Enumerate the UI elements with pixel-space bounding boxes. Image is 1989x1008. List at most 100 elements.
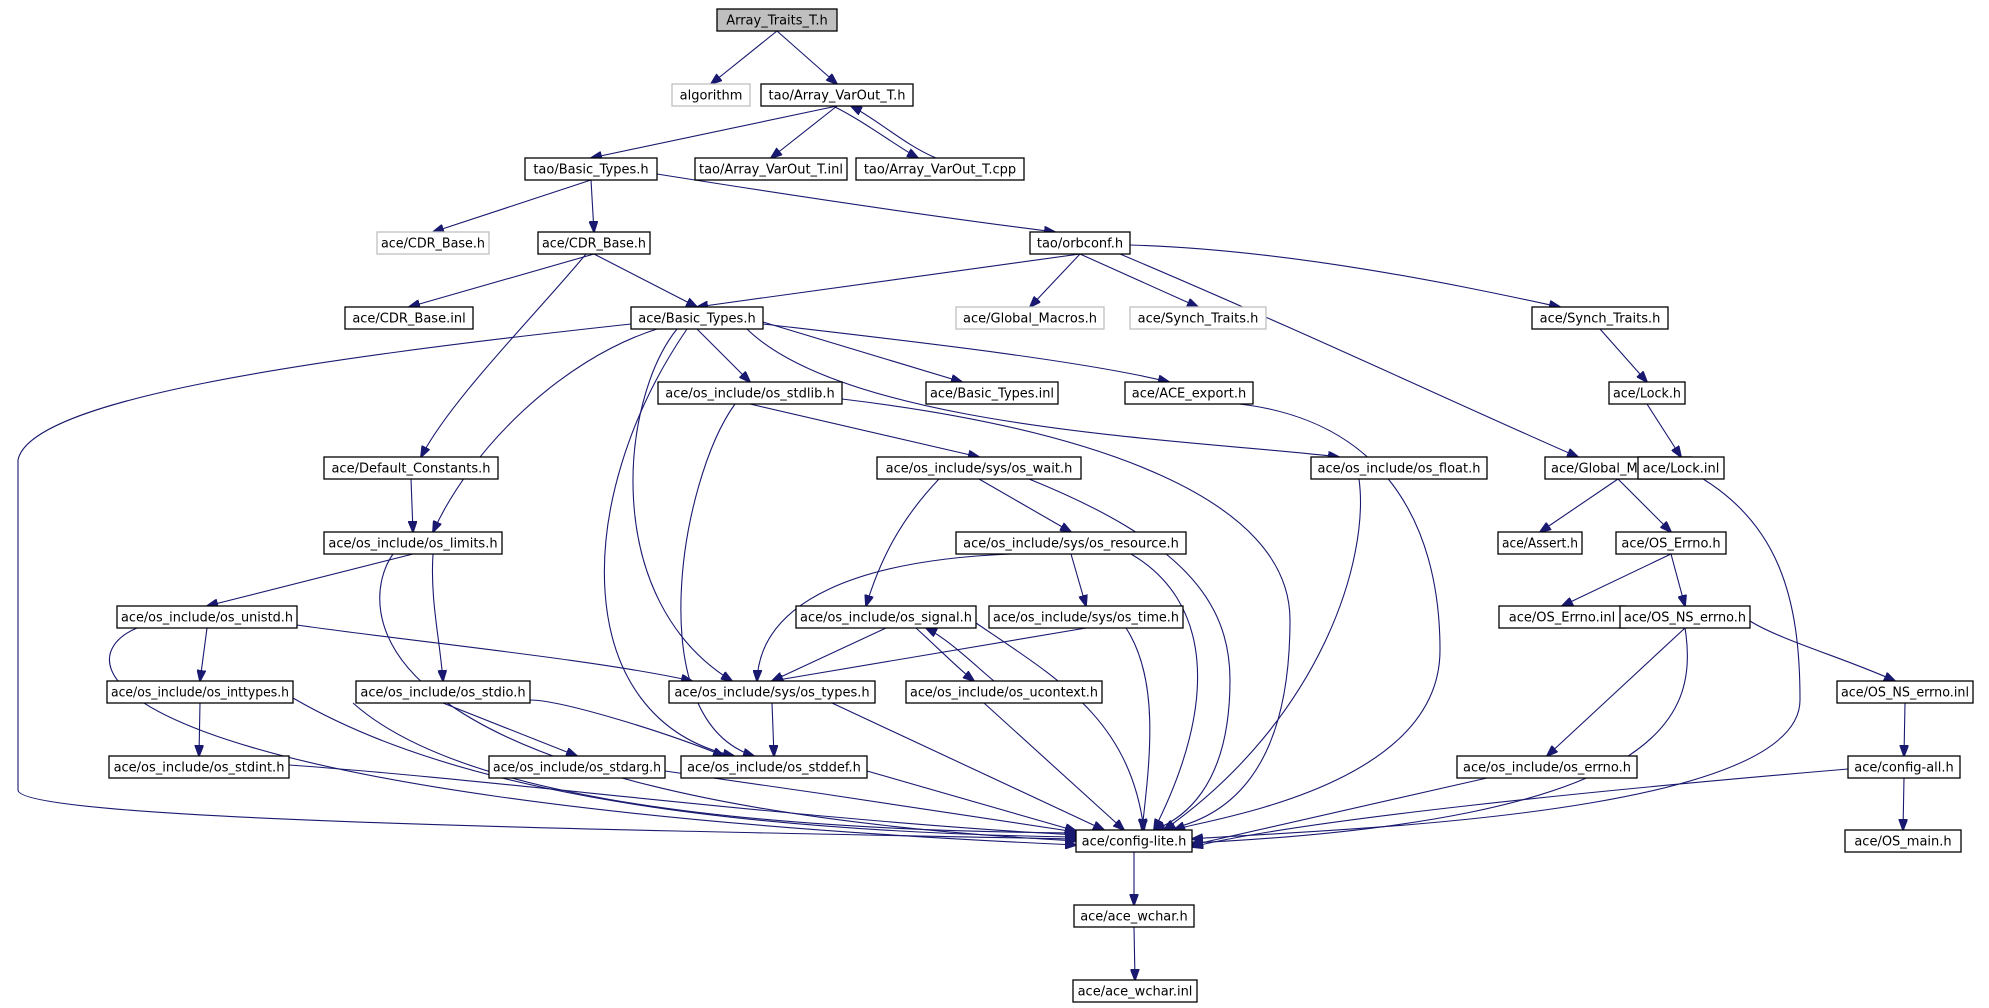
node-lock-inl[interactable]: ace/Lock.inl (1637, 456, 1725, 480)
edge-line (1119, 253, 1578, 457)
edge-ace_basic-to-configlite (17, 323, 1076, 839)
node-stdint[interactable]: ace/os_include/os_stdint.h (108, 755, 290, 779)
node-label: ace/os_include/os_stdlib.h (665, 387, 834, 402)
node-cdr-base-m[interactable]: ace/CDR_Base.h (376, 231, 490, 255)
node-glob-m[interactable]: ace/Global_Macros.h (955, 306, 1105, 330)
node-box (668, 680, 876, 704)
node-osmain[interactable]: ace/OS_main.h (1844, 829, 1962, 853)
node-varout-h[interactable]: tao/Array_VarOut_T.h (760, 83, 914, 107)
edge-line (772, 627, 887, 681)
edge-resource-to-configlite (1130, 553, 1199, 830)
edge-glob-to-oserrno (1617, 478, 1671, 532)
node-synch-m[interactable]: ace/Synch_Traits.h (1129, 306, 1267, 330)
edge-line (841, 398, 1291, 830)
node-resource[interactable]: ace/os_include/sys/os_resource.h (955, 531, 1187, 555)
node-box (488, 755, 666, 779)
edge-orbconf-to-synch_m (1079, 253, 1198, 307)
edge-line (978, 478, 1071, 532)
edge-line (199, 702, 200, 756)
node-label: ace/OS_NS_errno.inl (1841, 686, 1969, 701)
edge-line (866, 478, 940, 606)
node-box (323, 531, 503, 555)
node-inttypes[interactable]: ace/os_include/os_inttypes.h (106, 680, 294, 704)
edge-line (632, 328, 732, 681)
node-lock[interactable]: ace/Lock.h (1608, 381, 1686, 405)
edge-line (1903, 777, 1904, 830)
edge-stdint-to-configlite (288, 764, 1076, 835)
edge-ace_basic-to-limits (433, 328, 658, 532)
node-stddef[interactable]: ace/os_include/os_stddef.h (680, 755, 868, 779)
node-signal[interactable]: ace/os_include/os_signal.h (795, 605, 977, 629)
node-box (1619, 605, 1751, 629)
node-cdr-inl[interactable]: ace/CDR_Base.inl (344, 306, 474, 330)
node-stdarg[interactable]: ace/os_include/os_stdarg.h (488, 755, 666, 779)
node-root[interactable]: Array_Traits_T.h (716, 8, 838, 32)
node-label: ace/os_include/os_unistd.h (121, 611, 293, 626)
edge-limits-to-stdio (431, 553, 443, 681)
node-stdio[interactable]: ace/os_include/os_stdio.h (355, 680, 531, 704)
node-label: ace/Assert.h (1502, 537, 1578, 552)
node-algorithm[interactable]: algorithm (671, 83, 751, 107)
node-oserrno[interactable]: ace/OS_Errno.h (1615, 531, 1727, 555)
node-configlite[interactable]: ace/config-lite.h (1075, 829, 1193, 853)
edge-cdr_base-to-defconst (421, 253, 587, 457)
node-label: ace/ACE_export.h (1132, 387, 1246, 402)
node-limits[interactable]: ace/os_include/os_limits.h (323, 531, 503, 555)
node-wait[interactable]: ace/os_include/sys/os_wait.h (876, 456, 1082, 480)
edge-systime-to-configlite (1125, 627, 1151, 830)
node-varout-inl[interactable]: tao/Array_VarOut_T.inl (694, 157, 848, 181)
edge-line (1130, 553, 1199, 830)
edge-ace_basic-to-stdlib (696, 328, 750, 382)
edge-line (1079, 253, 1198, 307)
edge-line (207, 553, 414, 606)
node-systime[interactable]: ace/os_include/sys/os_time.h (988, 605, 1184, 629)
node-nserrno[interactable]: ace/OS_NS_errno.h (1619, 605, 1751, 629)
node-configall[interactable]: ace/config-all.h (1847, 755, 1961, 779)
edge-glob-to-assert (1540, 478, 1619, 532)
node-ucontext[interactable]: ace/os_include/os_ucontext.h (905, 680, 1103, 704)
node-box (1073, 904, 1195, 928)
node-orbconf[interactable]: tao/orbconf.h (1029, 231, 1131, 255)
edge-tao_basic-to-orbconf (656, 173, 1055, 232)
edge-limits-to-unistd (207, 553, 414, 606)
edge-wchar-to-wchar_inl (1134, 926, 1135, 980)
node-label: ace/ace_wchar.inl (1078, 985, 1193, 1000)
node-unistd[interactable]: ace/os_include/os_unistd.h (116, 605, 298, 629)
node-synch[interactable]: ace/Synch_Traits.h (1531, 306, 1669, 330)
node-wchar-inl[interactable]: ace/ace_wchar.inl (1072, 979, 1198, 1003)
edge-lock-to-lock_inl (1646, 403, 1681, 457)
node-layer: Array_Traits_T.h algorithm tao/Array_VarOu… (106, 8, 1974, 1003)
edge-line (762, 323, 1169, 382)
node-nserrno-inl[interactable]: ace/OS_NS_errno.inl (1836, 680, 1974, 704)
edge-stddef-to-configlite (866, 770, 1076, 831)
node-oserrno-inl[interactable]: ace/OS_Errno.inl (1498, 605, 1626, 629)
edge-oserrno-to-nserrno (1670, 553, 1685, 606)
edge-line (831, 702, 1104, 830)
node-systypes[interactable]: ace/os_include/sys/os_types.h (668, 680, 876, 704)
node-box (671, 83, 751, 107)
node-stdlib[interactable]: ace/os_include/os_stdlib.h (657, 381, 843, 405)
node-export[interactable]: ace/ACE_export.h (1124, 381, 1254, 405)
edge-cdr_base-to-ace_basic (593, 253, 697, 307)
node-box (760, 83, 914, 107)
edge-line (711, 30, 778, 84)
edge-line (832, 105, 918, 158)
node-ace-basic[interactable]: ace/Basic_Types.h (630, 306, 764, 330)
node-float[interactable]: ace/os_include/os_float.h (1310, 456, 1488, 480)
node-cdr-base[interactable]: ace/CDR_Base.h (537, 231, 651, 255)
edge-layer (17, 30, 1905, 980)
edge-ace_basic-to-float (746, 328, 1339, 457)
node-varout-cpp[interactable]: tao/Array_VarOut_T.cpp (855, 157, 1025, 181)
node-defconst[interactable]: ace/Default_Constants.h (323, 456, 499, 480)
node-box (537, 231, 651, 255)
node-label: ace/CDR_Base.h (542, 237, 646, 252)
node-tao-basic[interactable]: tao/Basic_Types.h (524, 157, 658, 181)
node-basic-inl[interactable]: ace/Basic_Types.inl (925, 381, 1059, 405)
edge-float-to-configlite (1164, 478, 1361, 830)
node-label: ace/Lock.h (1613, 387, 1681, 402)
node-wchar[interactable]: ace/ace_wchar.h (1073, 904, 1195, 928)
node-box (108, 755, 290, 779)
node-assert[interactable]: ace/Assert.h (1497, 531, 1583, 555)
node-errno[interactable]: ace/os_include/os_errno.h (1456, 755, 1638, 779)
node-box (1072, 979, 1198, 1003)
